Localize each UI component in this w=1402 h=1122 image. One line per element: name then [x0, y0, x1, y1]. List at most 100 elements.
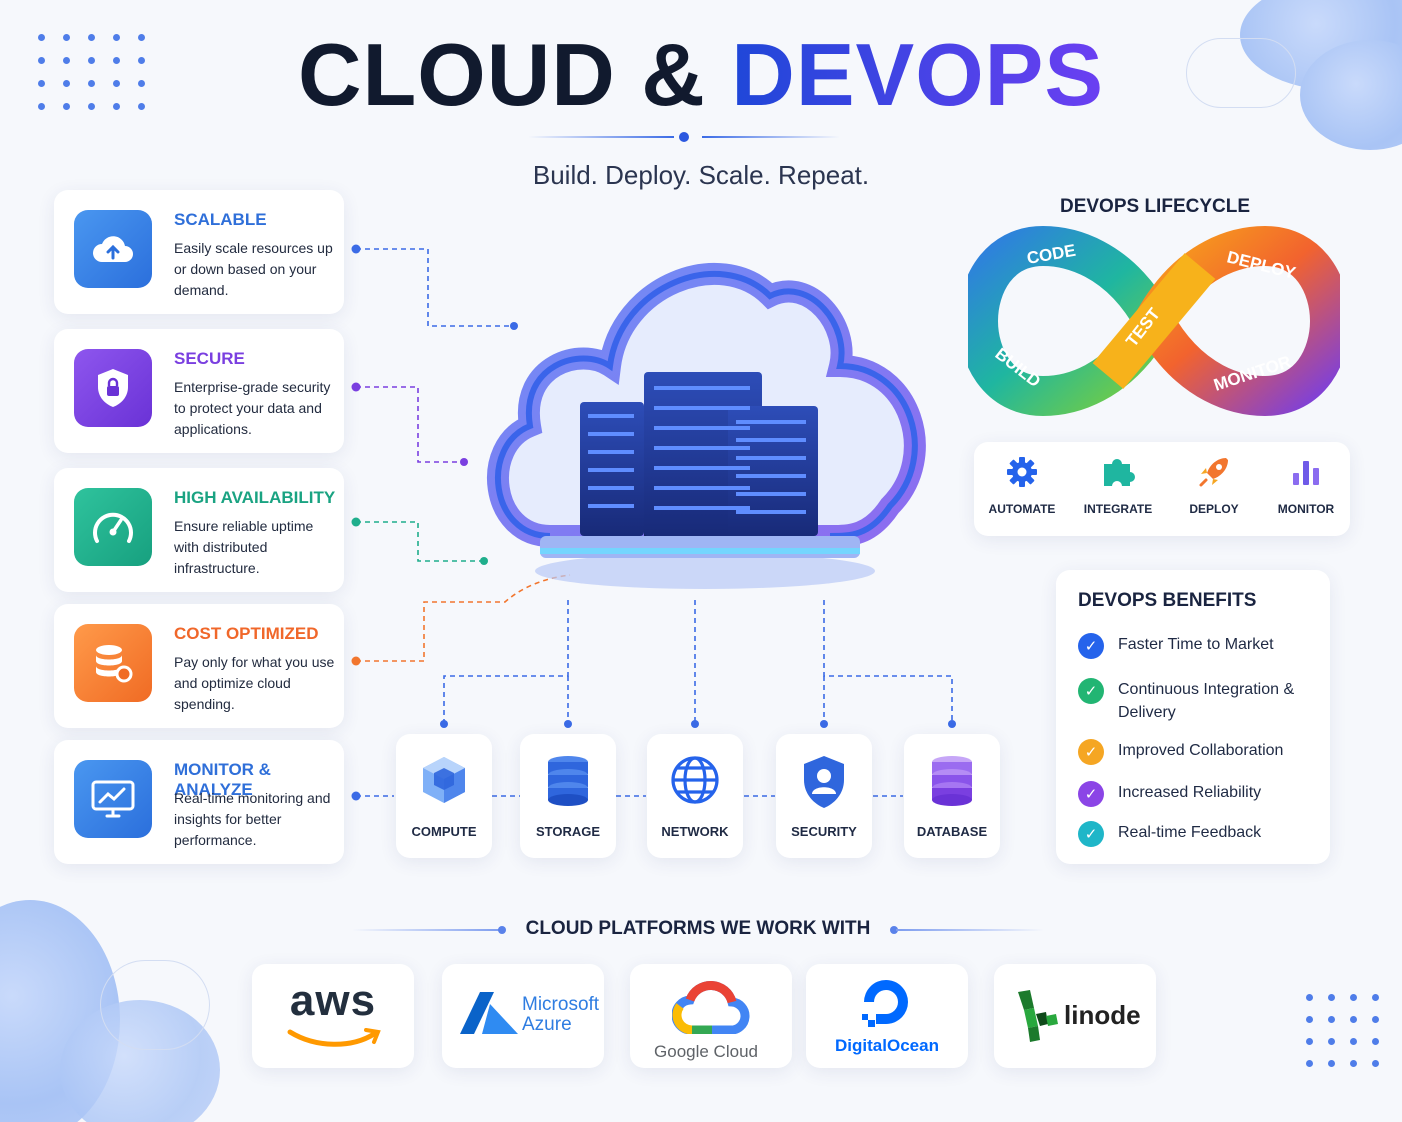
benefit-text: Faster Time to Market — [1118, 636, 1274, 653]
speedometer-icon — [74, 488, 152, 566]
check-icon: ✓ — [1078, 739, 1104, 765]
feature-card-high-availability: HIGH AVAILABILITY Ensure reliable uptime… — [54, 468, 344, 592]
benefit-text: Continuous Integration & Delivery — [1118, 681, 1295, 721]
devops-infinity-loop: CODE DEPLOY TEST BUILD MONITOR — [968, 226, 1340, 416]
service-card-storage: STORAGE — [520, 734, 616, 858]
benefit-item: ✓ Real-time Feedback — [1078, 821, 1261, 847]
lifecycle-item-label: MONITOR — [1277, 502, 1335, 516]
platform-name-line-2: Azure — [522, 1014, 572, 1035]
service-label: STORAGE — [535, 824, 601, 839]
platforms-title: CLOUD PLATFORMS WE WORK WITH — [525, 918, 871, 939]
lifecycle-title: DEVOPS LIFECYCLE — [1059, 196, 1251, 217]
cloud-server-illustration — [487, 262, 926, 589]
platform-name: linode — [1064, 1000, 1141, 1030]
storage-icon — [520, 754, 616, 808]
linode-logo-icon — [1018, 990, 1058, 1042]
platforms-divider-left-dot — [498, 926, 506, 934]
monitor-chart-icon — [74, 760, 152, 838]
page-title: CLOUD & DEVOPS — [0, 24, 1402, 126]
benefits-title: DEVOPS BENEFITS — [1078, 590, 1257, 611]
title-part-2: DEVOPS — [731, 25, 1105, 124]
title-divider — [528, 132, 840, 142]
cloud-outline-decoration-left — [100, 960, 210, 1050]
service-label: NETWORK — [661, 824, 729, 839]
cube-icon — [396, 754, 492, 806]
database-icon — [904, 754, 1000, 808]
google-cloud-logo-icon — [672, 980, 750, 1034]
platforms-divider-right-dot — [890, 926, 898, 934]
lifecycle-item-deploy: DEPLOY — [1166, 442, 1262, 516]
platform-name: DigitalOcean — [835, 1036, 939, 1055]
benefit-text: Improved Collaboration — [1118, 742, 1284, 759]
platform-name: aws — [289, 976, 377, 1025]
aws-smile-icon — [287, 1028, 381, 1047]
check-icon: ✓ — [1078, 678, 1104, 704]
lifecycle-item-monitor: MONITOR — [1258, 442, 1354, 516]
feature-description: Easily scale resources up or down based … — [174, 240, 333, 298]
lifecycle-item-label: AUTOMATE — [988, 502, 1056, 516]
service-card-security: SECURITY — [776, 734, 872, 858]
dot-grid-bottom-right — [1306, 994, 1379, 1067]
platform-name: Google Cloud — [654, 1042, 758, 1061]
platform-digitalocean[interactable]: DigitalOcean — [806, 964, 968, 1068]
title-part-1: CLOUD & — [297, 25, 706, 124]
feature-title: MONITOR & ANALYZE — [174, 760, 271, 799]
feature-description: Ensure reliable uptime with distributed … — [174, 518, 314, 576]
feature-title: HIGH AVAILABILITY — [174, 488, 336, 507]
check-icon: ✓ — [1078, 781, 1104, 807]
service-card-compute: COMPUTE — [396, 734, 492, 858]
rocket-icon — [1166, 442, 1262, 502]
cloud-upload-icon — [74, 210, 152, 288]
feature-title: SCALABLE — [174, 210, 267, 229]
benefit-text: Real-time Feedback — [1118, 824, 1262, 841]
service-card-network: NETWORK — [647, 734, 743, 858]
service-label: COMPUTE — [411, 824, 477, 839]
lifecycle-item-automate: AUTOMATE — [974, 442, 1070, 516]
lifecycle-item-label: INTEGRATE — [1083, 502, 1153, 516]
platform-azure[interactable]: Microsoft Azure — [442, 964, 604, 1068]
platform-google-cloud[interactable]: Google Cloud — [630, 964, 792, 1068]
lifecycle-item-integrate: INTEGRATE — [1070, 442, 1166, 516]
dot-grid-top-left — [38, 34, 145, 110]
feature-title: COST OPTIMIZED — [174, 624, 319, 643]
tagline: Build. Deploy. Scale. Repeat. — [532, 160, 870, 190]
platform-linode[interactable]: linode — [994, 964, 1156, 1068]
puzzle-icon — [1070, 442, 1166, 502]
check-icon: ✓ — [1078, 633, 1104, 659]
bar-chart-icon — [1258, 442, 1354, 502]
feature-description: Pay only for what you use and optimize c… — [174, 654, 335, 712]
service-label: SECURITY — [791, 824, 857, 839]
platforms-divider-right — [896, 929, 1044, 931]
gear-icon — [974, 442, 1070, 502]
database-coin-icon — [74, 624, 152, 702]
feature-card-scalable: SCALABLE Easily scale resources up or do… — [54, 190, 344, 314]
globe-icon — [647, 754, 743, 806]
benefit-text: Increased Reliability — [1118, 784, 1262, 801]
feature-card-monitor-analyze: MONITOR & ANALYZE Real-time monitoring a… — [54, 740, 344, 864]
benefit-item: ✓ Faster Time to Market — [1078, 633, 1274, 659]
check-icon: ✓ — [1078, 821, 1104, 847]
platforms-divider-left — [352, 929, 502, 931]
feature-description: Real-time monitoring and insights for be… — [174, 790, 331, 848]
service-label: DATABASE — [916, 824, 988, 839]
benefit-item: ✓ Improved Collaboration — [1078, 739, 1283, 765]
cloud-outline-decoration — [1186, 38, 1296, 108]
feature-card-secure: SECURE Enterprise-grade security to prot… — [54, 329, 344, 453]
platform-name: Microsoft — [522, 994, 600, 1015]
service-card-database: DATABASE — [904, 734, 1000, 858]
feature-description: Enterprise-grade security to protect you… — [174, 379, 331, 437]
lifecycle-tools-card: AUTOMATE INTEGRATE DEPLOY MONITOR — [974, 442, 1350, 536]
platform-aws[interactable]: aws — [252, 964, 414, 1068]
lifecycle-item-label: DEPLOY — [1189, 502, 1239, 516]
feature-title: SECURE — [174, 349, 245, 368]
cloud-decoration-top-right-2 — [1300, 40, 1402, 150]
shield-lock-icon — [74, 349, 152, 427]
digitalocean-logo-icon — [862, 980, 908, 1027]
benefit-item: ✓ Increased Reliability — [1078, 781, 1261, 807]
benefit-item: ✓ Continuous Integration & Delivery — [1078, 678, 1298, 724]
azure-logo-icon — [460, 992, 518, 1034]
benefits-card: DEVOPS BENEFITS ✓ Faster Time to Market … — [1056, 570, 1330, 864]
shield-user-icon — [776, 754, 872, 810]
feature-card-cost-optimized: COST OPTIMIZED Pay only for what you use… — [54, 604, 344, 728]
